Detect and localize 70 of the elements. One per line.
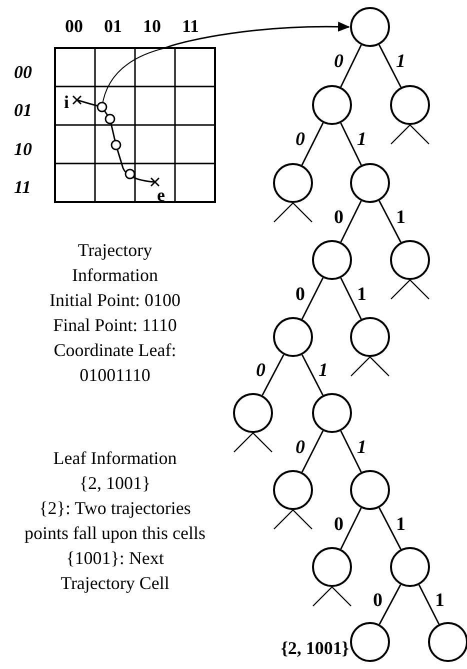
point-marker-label: e [157, 185, 165, 205]
tree-node-circle [312, 393, 352, 433]
info-text: {1001}: Next Trajectory Cell [60, 547, 170, 595]
edge-label: 1 [396, 52, 406, 72]
edge-label: 1 [357, 284, 366, 304]
edge-label: 0 [296, 130, 305, 150]
edge-label: 0 [334, 52, 344, 72]
tree-node-circle [390, 547, 430, 587]
tree-node-circle [312, 85, 352, 125]
edge-label: 1 [435, 590, 444, 610]
tree-branch-line [378, 507, 402, 550]
heading: Leaf Information [52, 447, 178, 470]
tree-branch-line [378, 44, 402, 88]
info-text: Final Point: 1110 [52, 314, 178, 337]
column-header: 11 [182, 16, 200, 36]
grid-drawing [54, 47, 216, 203]
info-text: {2}: Two trajectories points fall upon this cells [24, 497, 206, 545]
edge-label: 1 [396, 514, 406, 534]
tree-node-circle [312, 547, 352, 587]
edge-label: 1 [318, 361, 328, 381]
leaf-info-label: {2, 1001} [280, 638, 349, 658]
column-header: 01 [104, 16, 122, 36]
edge-label: 0 [334, 208, 344, 228]
tree-branch-line [301, 278, 324, 320]
row-header: 11 [14, 177, 32, 197]
row-header: 00 [14, 62, 32, 82]
tree-node-circle [390, 85, 430, 125]
arrow [164, 22, 350, 49]
row-header: 10 [14, 139, 32, 159]
tree-branch-line [378, 584, 402, 625]
tree-node-circle [350, 7, 390, 47]
edge-label: 1 [357, 130, 366, 150]
tree-branch-line [378, 200, 402, 243]
column-header: 00 [65, 16, 83, 36]
tree-node-circle [312, 240, 352, 280]
info-text: Coordinate Leaf: 01001110 [52, 339, 178, 387]
tree-branch-line [340, 122, 362, 166]
edge-label: 0 [334, 514, 344, 534]
tree-node-circle [350, 317, 390, 357]
row-header: 01 [14, 100, 32, 120]
tree-branch-line [418, 584, 440, 624]
tree-node-circle [273, 470, 313, 510]
edge-label: 0 [296, 438, 305, 458]
tree-node-circle [428, 622, 467, 662]
edge-label: 1 [396, 208, 406, 228]
edge-label: 1 [357, 438, 366, 458]
tree-branch-line [301, 430, 324, 472]
edge-label: 0 [296, 284, 305, 304]
tree-node-circle [273, 163, 313, 203]
tree-branch-line [340, 508, 362, 550]
tree-branch-line [262, 354, 284, 396]
edge-label: 0 [256, 361, 266, 381]
tree-branch-line [340, 278, 362, 320]
info-text: Initial Point: 0100 [48, 289, 182, 312]
tree-branch-line [340, 200, 362, 242]
tree-branch-line [340, 44, 362, 88]
tree-branch-line [301, 354, 324, 396]
tree-node-circle [233, 393, 273, 433]
point-marker-label: i [64, 92, 70, 112]
heading: Trajectory Information [71, 239, 159, 287]
tree-node-circle [390, 240, 430, 280]
column-header: 10 [143, 16, 161, 36]
tree-node-circle [350, 622, 390, 662]
tree-branch-line [301, 122, 324, 166]
tree-branch-line [340, 430, 362, 472]
tree-node-circle [350, 470, 390, 510]
tree-node-circle [350, 163, 390, 203]
tree-node-circle [273, 317, 313, 357]
info-text: {2, 1001} [78, 472, 152, 495]
edge-label: 0 [373, 590, 382, 610]
